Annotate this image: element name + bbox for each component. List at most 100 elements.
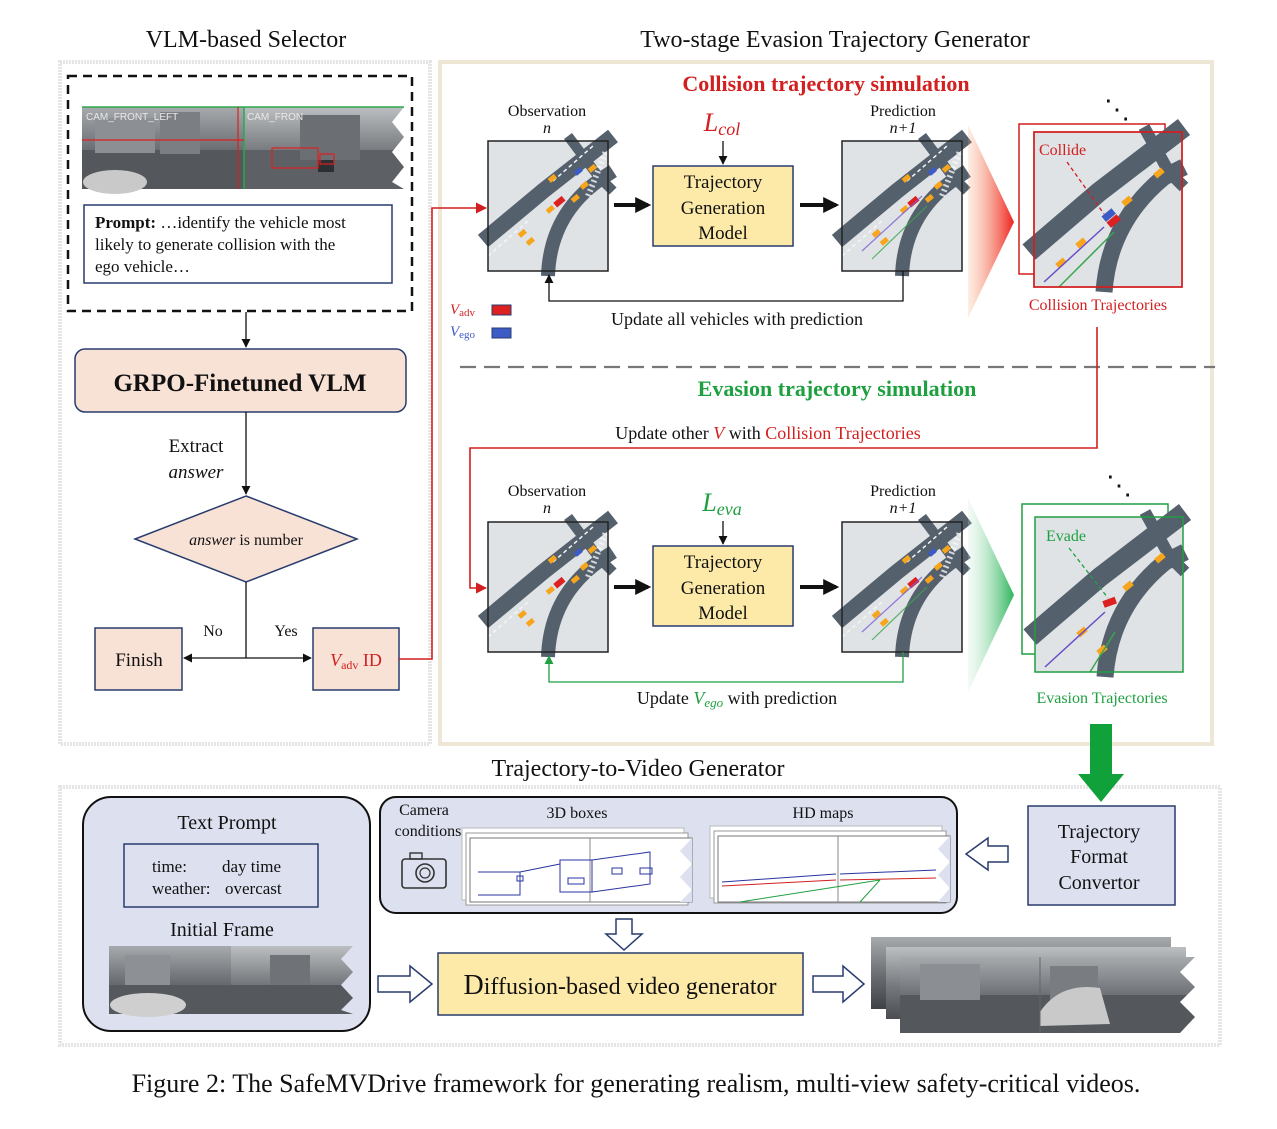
collision-result-label: Collision Trajectories <box>1029 297 1167 314</box>
col-pred-n: n+1 <box>890 120 917 137</box>
evasion-result-label: Evasion Trajectories <box>1036 690 1167 707</box>
eva-obs-n: n <box>543 500 551 517</box>
cam-front-label: CAM_FRON <box>247 112 303 123</box>
section-title-vlm-selector: VLM-based Selector <box>146 27 347 53</box>
col-model-line2: Generation <box>681 198 766 219</box>
legend-ego-swatch <box>491 327 512 339</box>
hdmaps-label: HD maps <box>793 805 854 822</box>
hollow-arrow-diffusion-to-output <box>812 964 866 1004</box>
col-model-line1: Trajectory <box>684 172 763 193</box>
evasion-title: Evasion trajectory simulation <box>698 376 977 401</box>
grpo-vlm-box <box>74 348 407 413</box>
initial-frame-title: Initial Frame <box>170 919 274 941</box>
collide-pointer <box>1066 161 1105 215</box>
eva-model-box <box>652 545 794 627</box>
weather-value: overcast <box>225 879 282 898</box>
eva-pred-label: Prediction <box>870 483 936 500</box>
col-loss-label: Lcol <box>703 108 740 139</box>
legend-adv-label: Vadv <box>450 302 476 319</box>
col-pred-label: Prediction <box>870 103 936 120</box>
col-model-box <box>652 165 794 247</box>
collision-title: Collision trajectory simulation <box>682 71 969 96</box>
no-label: No <box>203 623 223 640</box>
convertor-line1: Trajectory <box>1058 821 1141 843</box>
eva-ellipsis: ⋱ <box>1106 471 1132 500</box>
eva-loss-label: Leva <box>701 488 741 519</box>
collide-label: Collide <box>1039 142 1086 159</box>
text-prompt-title: Text Prompt <box>177 812 277 834</box>
eva-update-loop <box>544 652 904 683</box>
col-update-label: Update all vehicles with prediction <box>611 309 863 329</box>
col-model-line3: Model <box>698 223 748 244</box>
update-other-label: Update other V with Collision Trajectori… <box>615 423 921 443</box>
finish-label: Finish <box>115 650 163 671</box>
evade-label: Evade <box>1046 528 1086 545</box>
hdmaps-stack <box>709 825 951 904</box>
traj-to-video-frame <box>58 785 1222 1047</box>
finish-box <box>94 627 183 691</box>
boxes-label: 3D boxes <box>547 805 608 822</box>
col-obs-n: n <box>543 120 551 137</box>
section-title-two-stage: Two-stage Evasion Trajectory Generator <box>640 27 1030 53</box>
extract-label: Extract <box>169 436 225 457</box>
decision-label: answer is number <box>189 532 303 549</box>
section-title-traj-to-video: Trajectory-to-Video Generator <box>492 756 785 782</box>
eva-model-line2: Generation <box>681 578 766 599</box>
initial-frame-image <box>109 946 353 1017</box>
weather-key: weather: <box>152 879 211 898</box>
col-update-loop <box>544 271 904 302</box>
boxes-stack <box>461 827 693 906</box>
col-obs-label: Observation <box>508 103 586 120</box>
eva-prediction-map <box>837 517 967 657</box>
camera-image-strip: CAM_FRONT_LEFT CAM_FRON <box>82 106 404 194</box>
input-dashed-box <box>66 74 414 313</box>
hollow-arrow-conditions-to-diffusion <box>604 918 644 952</box>
answer-label: answer <box>169 462 225 483</box>
time-key: time: <box>152 857 187 876</box>
evade-pointer <box>1068 547 1109 599</box>
eva-model-line1: Trajectory <box>684 552 763 573</box>
convertor-line2: Format <box>1070 846 1128 868</box>
cam-front-left-label: CAM_FRONT_LEFT <box>86 112 178 123</box>
big-green-down-arrow <box>1078 724 1124 802</box>
arrow-collision-to-evasion <box>469 327 1098 594</box>
time-value: day time <box>222 857 281 876</box>
diffusion-label: Diffusion-based video generator <box>463 970 776 1001</box>
camera-conditions-line1: Camera <box>399 802 449 819</box>
figure-caption: Figure 2: The SafeMVDrive framework for … <box>132 1069 1141 1098</box>
diffusion-box <box>437 952 804 1016</box>
vlm-selector-frame <box>58 60 432 746</box>
eva-observation-map <box>483 517 613 657</box>
output-video-stack <box>871 937 1195 1033</box>
prompt-text-line1: Prompt: …identify the vehicle most <box>95 213 346 232</box>
legend-adv-swatch <box>491 304 512 316</box>
legend-ego-label: Vego <box>450 324 476 341</box>
camera-icon <box>401 852 447 889</box>
eva-pred-n: n+1 <box>890 500 917 517</box>
eva-obs-label: Observation <box>508 483 586 500</box>
convertor-line3: Convertor <box>1058 872 1139 894</box>
camera-conditions-line2: conditions <box>395 823 462 840</box>
prompt-box <box>83 204 393 284</box>
arrow-vadv-to-observation <box>399 202 488 660</box>
grpo-vlm-label: GRPO-Finetuned VLM <box>113 370 366 397</box>
eva-update-label: Update Vego with prediction <box>637 688 837 710</box>
vadv-id-box <box>312 627 400 691</box>
hollow-arrow-convertor-to-conditions <box>964 836 1009 872</box>
eva-model-line3: Model <box>698 603 748 624</box>
col-prediction-map <box>837 136 967 276</box>
evasion-result-stack <box>1021 503 1192 678</box>
eva-gradient-arrow <box>968 498 1014 692</box>
vadv-id-label: Vadv ID <box>330 650 382 672</box>
collision-result-stack <box>1018 119 1191 293</box>
prompt-text-line2: likely to generate collision with the <box>95 235 335 254</box>
col-ellipsis: ⋱ <box>1104 95 1130 124</box>
yes-label: Yes <box>274 623 297 640</box>
col-observation-map <box>483 136 613 276</box>
two-stage-frame <box>438 60 1214 746</box>
col-gradient-arrow <box>968 125 1014 318</box>
text-prompt-box <box>123 843 319 908</box>
convertor-box <box>1027 805 1176 906</box>
prompt-text-line3: ego vehicle… <box>95 257 190 276</box>
